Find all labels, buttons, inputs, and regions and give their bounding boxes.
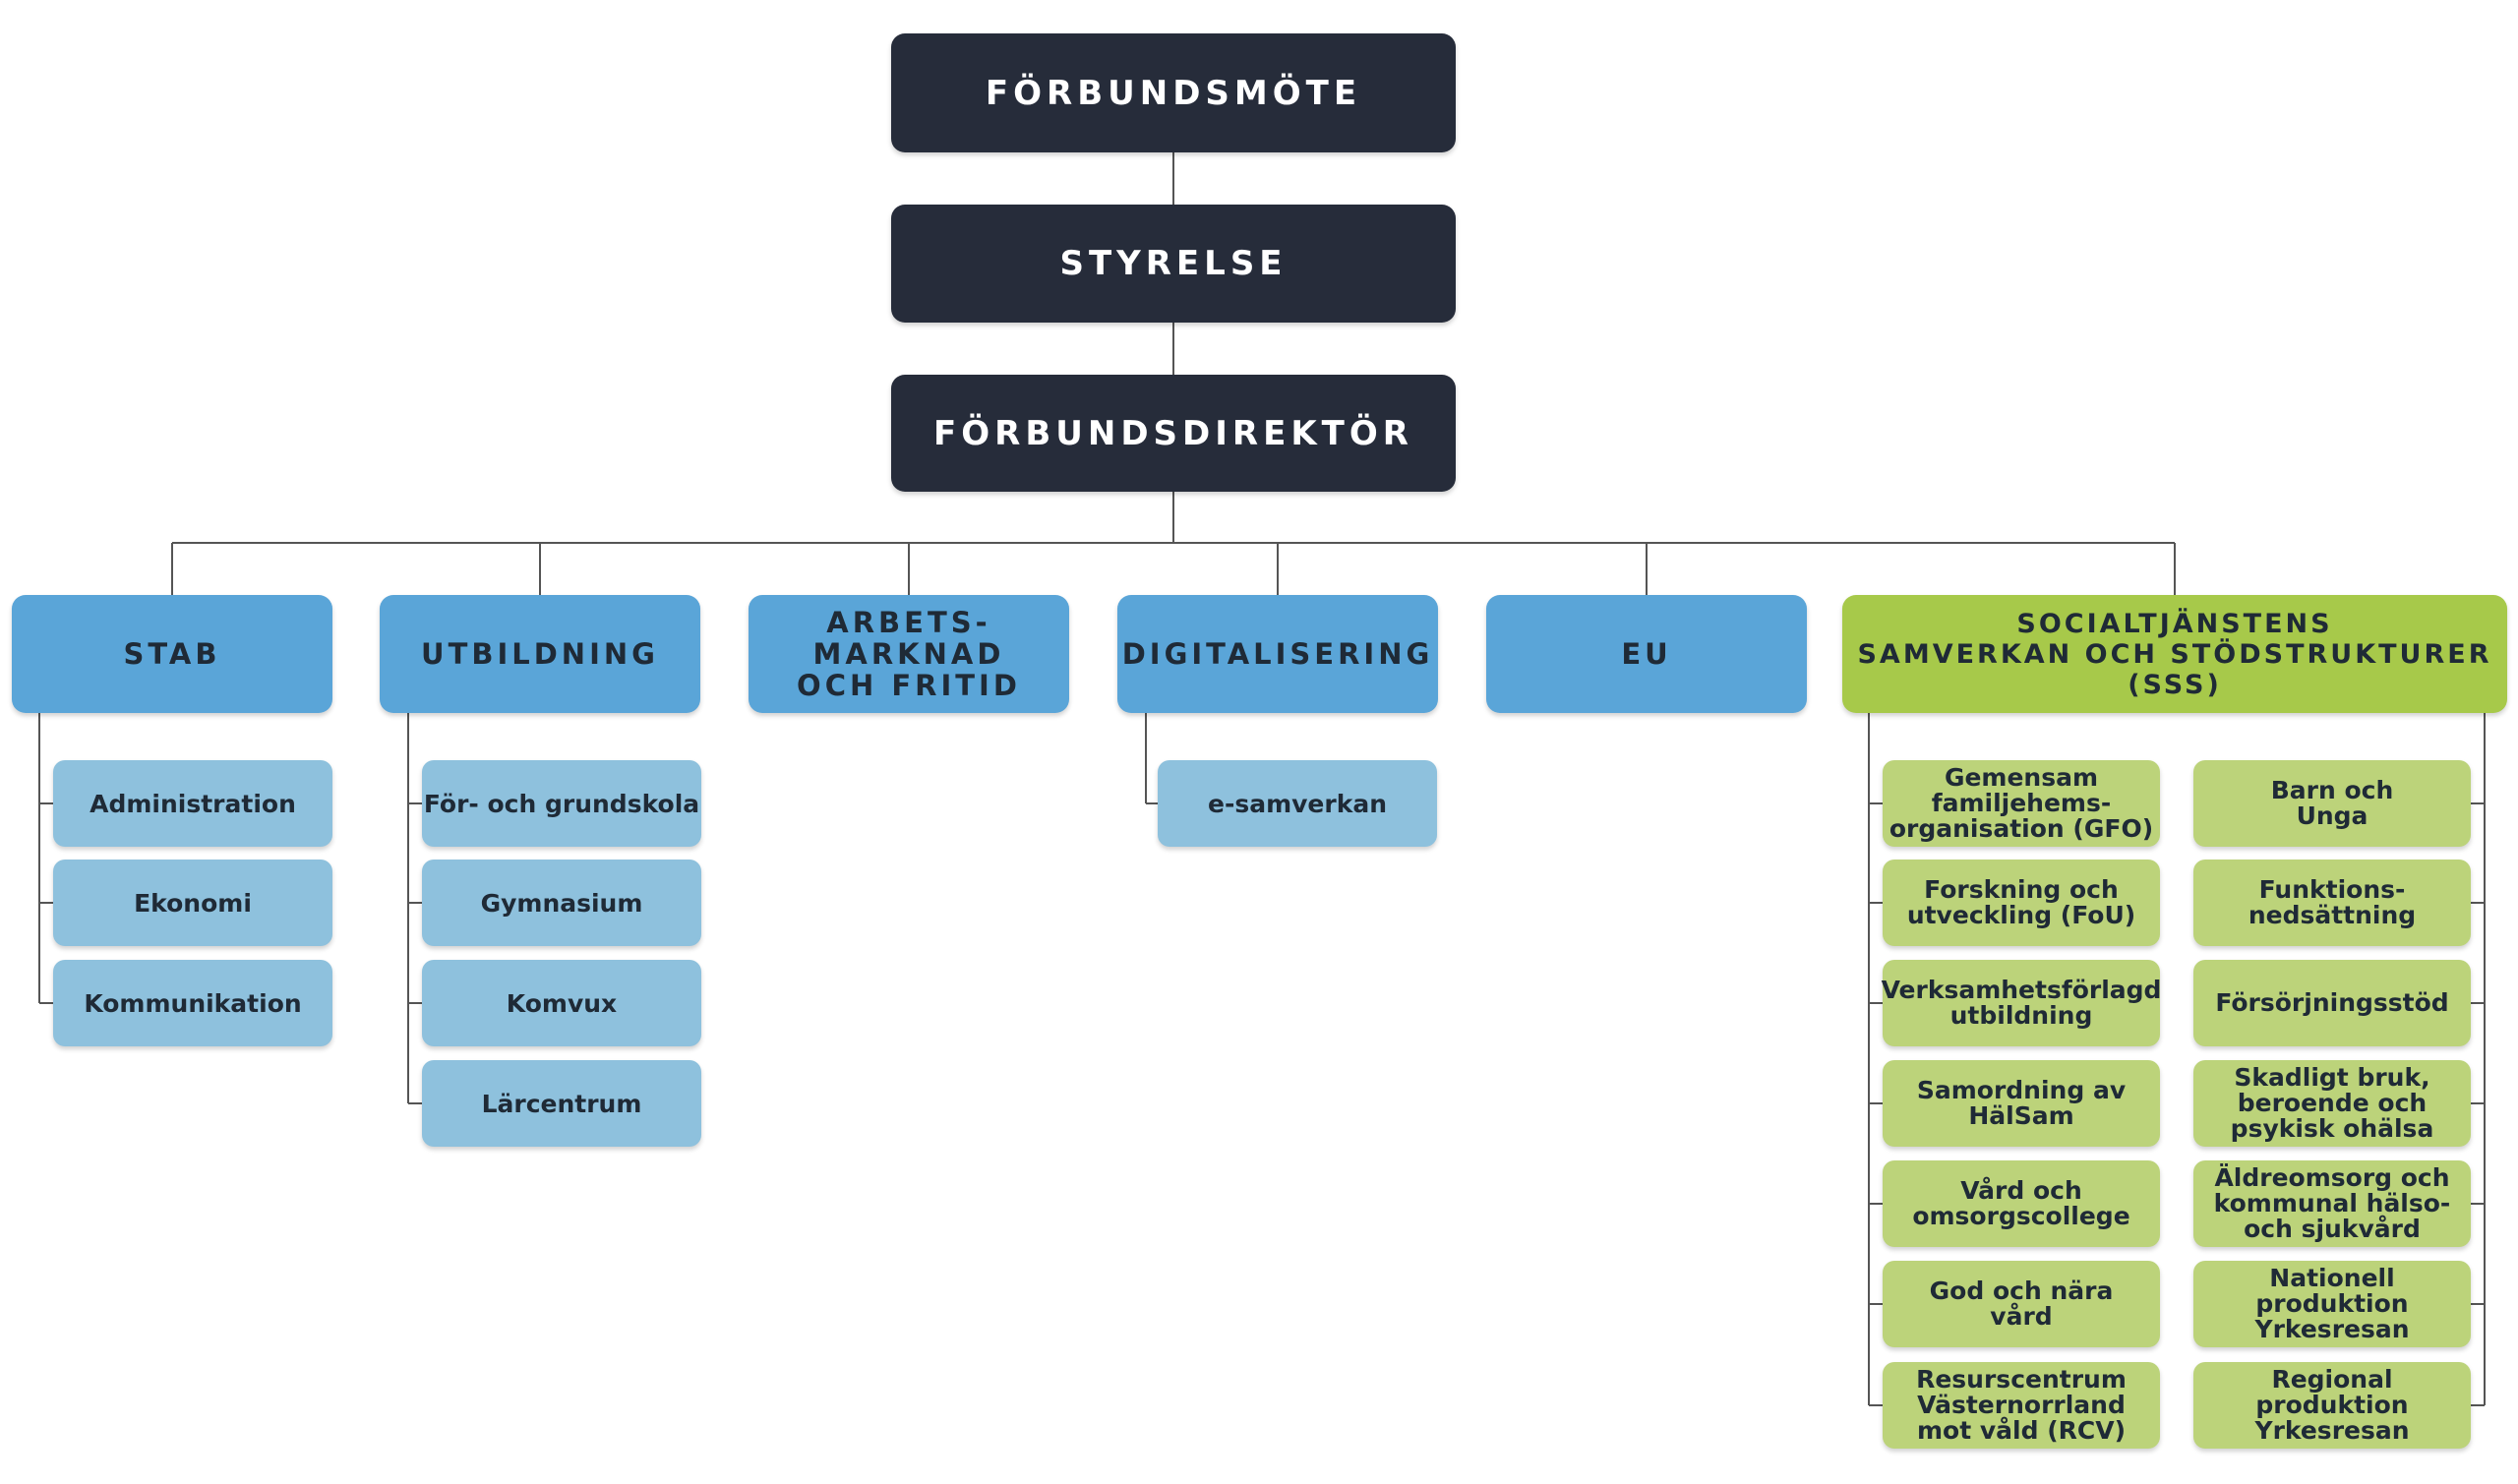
unit-label: Nationell produktion Yrkesresan bbox=[2254, 1264, 2410, 1343]
node-label: STYRELSE bbox=[1059, 244, 1288, 283]
unit-label: Barn och Unga bbox=[2270, 776, 2394, 830]
unit-label: Kommunikation bbox=[84, 988, 302, 1018]
unit-nationell-produktion: Nationell produktion Yrkesresan bbox=[2193, 1261, 2471, 1347]
unit-label: Gemensam familjehems- organisation (GFO) bbox=[1888, 763, 2154, 843]
unit-kommunikation: Kommunikation bbox=[53, 960, 332, 1046]
unit-label: Gymnasium bbox=[480, 888, 643, 918]
unit-rcv: Resurscentrum Västernorrland mot våld (R… bbox=[1883, 1362, 2160, 1449]
unit-label: Ekonomi bbox=[134, 888, 252, 918]
unit-label: Lärcentrum bbox=[481, 1089, 642, 1118]
unit-gymnasium: Gymnasium bbox=[422, 860, 701, 946]
unit-label: Regional produktion Yrkesresan bbox=[2254, 1365, 2410, 1445]
dept-arbetsmarknad: ARBETS- MARKNAD OCH FRITID bbox=[749, 595, 1069, 713]
node-styrelse: STYRELSE bbox=[891, 205, 1456, 323]
node-label: FÖRBUNDSMÖTE bbox=[985, 73, 1362, 113]
unit-label: God och nära vård bbox=[1929, 1276, 2114, 1331]
dept-label: UTBILDNING bbox=[421, 637, 659, 671]
unit-label: Verksamhetsförlagd utbildning bbox=[1881, 976, 2162, 1030]
unit-aldreomsorg: Äldreomsorg och kommunal hälso- och sjuk… bbox=[2193, 1160, 2471, 1247]
unit-label: Komvux bbox=[506, 988, 618, 1018]
dept-digitalisering: DIGITALISERING bbox=[1117, 595, 1438, 713]
unit-label: Funktions- nedsättning bbox=[2248, 875, 2417, 929]
unit-god-och-nara-vard: God och nära vård bbox=[1883, 1261, 2160, 1347]
unit-label: Forskning och utveckling (FoU) bbox=[1906, 875, 2136, 929]
unit-komvux: Komvux bbox=[422, 960, 701, 1046]
dept-sss: SOCIALTJÄNSTENS SAMVERKAN OCH STÖDSTRUKT… bbox=[1842, 595, 2507, 713]
dept-label: STAB bbox=[123, 637, 221, 671]
unit-ekonomi: Ekonomi bbox=[53, 860, 332, 946]
dept-label: DIGITALISERING bbox=[1121, 637, 1434, 671]
unit-forsorjningsstod: Försörjningsstöd bbox=[2193, 960, 2471, 1046]
unit-label: Skadligt bruk, beroende och psykisk ohäl… bbox=[2230, 1063, 2434, 1143]
unit-label: För- och grundskola bbox=[423, 789, 700, 818]
unit-for-och-grundskola: För- och grundskola bbox=[422, 760, 701, 847]
unit-label: Administration bbox=[90, 789, 296, 818]
unit-fou: Forskning och utveckling (FoU) bbox=[1883, 860, 2160, 946]
dept-stab: STAB bbox=[12, 595, 332, 713]
node-label: FÖRBUNDSDIREKTÖR bbox=[933, 413, 1413, 453]
unit-regional-produktion: Regional produktion Yrkesresan bbox=[2193, 1362, 2471, 1449]
unit-label: Vård och omsorgscollege bbox=[1912, 1176, 2130, 1230]
unit-label: Äldreomsorg och kommunal hälso- och sjuk… bbox=[2213, 1163, 2451, 1243]
unit-administration: Administration bbox=[53, 760, 332, 847]
unit-funktionsnedsattning: Funktions- nedsättning bbox=[2193, 860, 2471, 946]
dept-label: EU bbox=[1621, 637, 1672, 671]
node-forbundsmote: FÖRBUNDSMÖTE bbox=[891, 33, 1456, 152]
unit-label: e-samverkan bbox=[1207, 789, 1387, 818]
dept-utbildning: UTBILDNING bbox=[380, 595, 700, 713]
dept-label: ARBETS- MARKNAD OCH FRITID bbox=[797, 606, 1021, 702]
unit-vard-och-omsorgscollege: Vård och omsorgscollege bbox=[1883, 1160, 2160, 1247]
unit-label: Resurscentrum Västernorrland mot våld (R… bbox=[1916, 1365, 2127, 1445]
unit-e-samverkan: e-samverkan bbox=[1158, 760, 1437, 847]
dept-eu: EU bbox=[1486, 595, 1807, 713]
unit-barn-och-unga: Barn och Unga bbox=[2193, 760, 2471, 847]
unit-halsam: Samordning av HälSam bbox=[1883, 1060, 2160, 1147]
dept-label: SOCIALTJÄNSTENS SAMVERKAN OCH STÖDSTRUKT… bbox=[1857, 608, 2492, 700]
unit-gfo: Gemensam familjehems- organisation (GFO) bbox=[1883, 760, 2160, 847]
node-forbundsdirektor: FÖRBUNDSDIREKTÖR bbox=[891, 375, 1456, 492]
unit-larcentrum: Lärcentrum bbox=[422, 1060, 701, 1147]
unit-skadligt-bruk: Skadligt bruk, beroende och psykisk ohäl… bbox=[2193, 1060, 2471, 1147]
unit-verksamhetsforlagd-utbildning: Verksamhetsförlagd utbildning bbox=[1881, 960, 2162, 1046]
unit-label: Försörjningsstöd bbox=[2215, 988, 2449, 1017]
unit-label: Samordning av HälSam bbox=[1916, 1076, 2127, 1130]
